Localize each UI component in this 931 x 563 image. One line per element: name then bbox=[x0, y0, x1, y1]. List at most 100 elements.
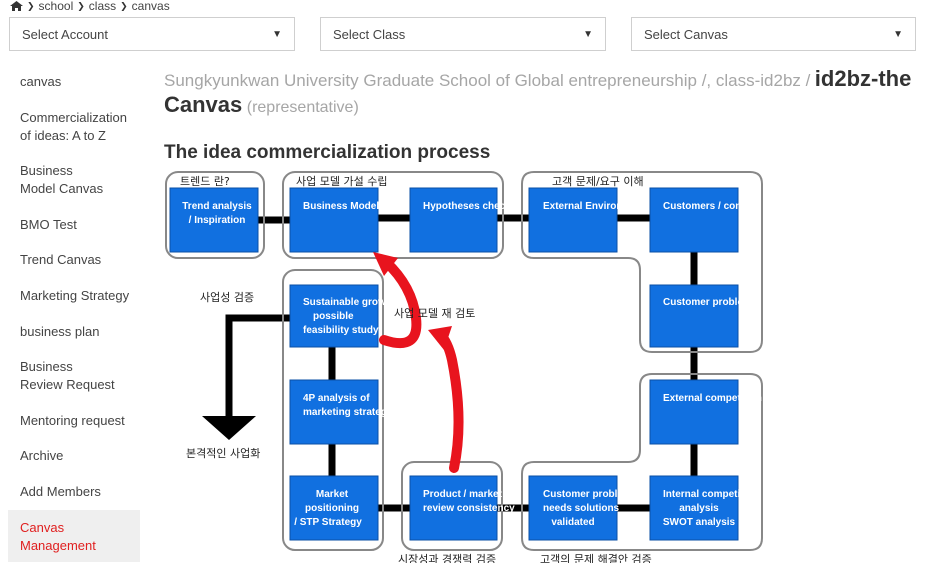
group-label-commercialize: 본격적인 사업화 bbox=[186, 447, 260, 460]
group-label-market-validation: 시장성과 경쟁력 검증 bbox=[398, 553, 496, 563]
canvas-select[interactable]: Select Canvas ▼ bbox=[631, 17, 916, 51]
breadcrumb-class[interactable]: class bbox=[88, 0, 117, 13]
breadcrumb-school[interactable]: school bbox=[38, 0, 74, 13]
box-external-environment[interactable] bbox=[528, 187, 618, 253]
svg-text:needs solutions: needs solutions bbox=[543, 503, 620, 514]
group-label-feasibility: 사업성 검증 bbox=[200, 291, 254, 304]
svg-text:validated: validated bbox=[551, 517, 594, 528]
box-label: External Environment bbox=[543, 201, 647, 212]
section-title: The idea commercialization process bbox=[164, 142, 491, 163]
sidebar-item-add-members[interactable]: Add Members bbox=[20, 484, 101, 499]
box-sustainable-growth[interactable] bbox=[289, 284, 379, 348]
svg-text:시장성과 경쟁력 검증: 시장성과 경쟁력 검증 bbox=[398, 553, 496, 563]
chevron-right-icon: ❯ bbox=[120, 1, 128, 11]
account-select-value: Select Account bbox=[22, 26, 108, 42]
box-label: Sustainable growth bbox=[303, 297, 395, 308]
box-4p-analysis[interactable] bbox=[289, 379, 379, 445]
box-customers-context[interactable] bbox=[649, 187, 739, 253]
breadcrumb: ❯ school ❯ class ❯ canvas bbox=[10, 0, 170, 12]
box-hypotheses-check[interactable] bbox=[409, 187, 498, 253]
box-label: marketing strategy bbox=[303, 407, 393, 418]
box-customer-problem-solutions[interactable] bbox=[528, 475, 618, 541]
svg-text:사업 모델 가설 수립: 사업 모델 가설 수립 bbox=[296, 175, 387, 188]
box-label: validated bbox=[551, 517, 594, 528]
project-name-suffix: Canvas bbox=[164, 92, 243, 117]
group-label-solution-validation: 고객의 문제 해결안 검증 bbox=[540, 552, 652, 563]
box-label: feasibility study bbox=[303, 325, 379, 336]
svg-text:/ STP Strategy: / STP Strategy bbox=[294, 517, 362, 528]
svg-text:사업 모델 재 검토: 사업 모델 재 검토 bbox=[394, 307, 475, 320]
account-select[interactable]: Select Account ▼ bbox=[9, 17, 295, 51]
box-product-market-review[interactable] bbox=[409, 475, 498, 541]
box-stp-strategy[interactable] bbox=[289, 475, 379, 541]
svg-text:marketing strategy: marketing strategy bbox=[303, 407, 393, 418]
role-label: (representative) bbox=[246, 99, 359, 116]
svg-text:analysis: analysis bbox=[679, 503, 719, 514]
box-external-competition[interactable] bbox=[649, 379, 739, 445]
sidebar-item-marketing-strategy[interactable]: Marketing Strategy bbox=[20, 288, 130, 303]
sidebar-item-canvas[interactable]: canvas bbox=[20, 74, 62, 89]
svg-text:positioning: positioning bbox=[305, 503, 359, 514]
svg-text:Product / market: Product / market bbox=[423, 489, 503, 500]
box-label: analysis bbox=[679, 503, 719, 514]
svg-text:possible: possible bbox=[313, 311, 354, 322]
svg-text:4P analysis of: 4P analysis of bbox=[303, 393, 370, 404]
caret-down-icon: ▼ bbox=[893, 28, 903, 40]
sidebar-item-trend-canvas[interactable]: Trend Canvas bbox=[20, 252, 102, 267]
home-icon[interactable] bbox=[10, 1, 23, 11]
group-label-review: 사업 모델 재 검토 bbox=[394, 307, 475, 320]
box-internal-competition[interactable] bbox=[649, 475, 739, 541]
box-label: possible bbox=[313, 311, 354, 322]
svg-text:트렌드 란?: 트렌드 란? bbox=[180, 175, 230, 188]
svg-text:Market: Market bbox=[316, 489, 349, 500]
box-trend-analysis[interactable] bbox=[169, 187, 259, 253]
svg-text:feasibility study: feasibility study bbox=[303, 325, 379, 336]
box-label: / STP Strategy bbox=[294, 517, 362, 528]
box-customer-problem[interactable] bbox=[649, 284, 739, 348]
group-label-bm-hypothesis: 사업 모델 가설 수립 bbox=[296, 175, 387, 188]
svg-text:/ Inspiration: / Inspiration bbox=[189, 215, 246, 226]
box-label: 4P analysis of bbox=[303, 393, 370, 404]
svg-text:Sustainable growth: Sustainable growth bbox=[303, 297, 395, 308]
svg-text:Internal competition: Internal competition bbox=[663, 489, 759, 500]
sidebar-item-bmo-test[interactable]: BMO Test bbox=[20, 217, 77, 232]
box-label: Product / market bbox=[423, 489, 503, 500]
box-label: positioning bbox=[305, 503, 359, 514]
svg-text:External competition: External competition bbox=[663, 393, 762, 404]
svg-text:External Environment: External Environment bbox=[543, 201, 647, 212]
svg-text:Trend analysis: Trend analysis bbox=[182, 201, 252, 212]
box-business-model[interactable] bbox=[289, 187, 379, 253]
box-label: SWOT analysis bbox=[663, 517, 736, 528]
class-select-value: Select Class bbox=[333, 26, 406, 42]
group-label-trend: 트렌드 란? bbox=[180, 175, 230, 188]
project-name-prefix: id2bz-the bbox=[814, 66, 912, 91]
box-label: / Inspiration bbox=[189, 215, 246, 226]
sidebar-item-mentoring-request[interactable]: Mentoring request bbox=[20, 413, 125, 428]
svg-text:Business Model: Business Model bbox=[303, 201, 379, 212]
box-label: Hypotheses check bbox=[423, 201, 511, 212]
box-label: Customer problem bbox=[543, 489, 632, 500]
class-select[interactable]: Select Class ▼ bbox=[320, 17, 606, 51]
sidebar-item-business-review-request[interactable]: Business Review Request bbox=[20, 359, 115, 392]
box-label: External competition bbox=[663, 393, 762, 404]
caret-down-icon: ▼ bbox=[272, 28, 282, 40]
chevron-right-icon: ❯ bbox=[27, 1, 35, 11]
svg-text:Customers / context: Customers / context bbox=[663, 201, 760, 212]
canvas-select-value: Select Canvas bbox=[644, 26, 728, 42]
group-label-customer-problem: 고객 문제/요구 이해 bbox=[552, 174, 644, 188]
box-label: needs solutions bbox=[543, 503, 620, 514]
filter-bar: Select Account ▼ Select Class ▼ Select C… bbox=[9, 17, 916, 51]
header-path: Sungkyunkwan University Graduate School … bbox=[164, 71, 811, 90]
sidebar-item-canvas-management[interactable]: Canvas Management bbox=[8, 510, 140, 562]
sidebar-item-business-model-canvas[interactable]: Business Model Canvas bbox=[20, 163, 104, 196]
box-label: Customer problem bbox=[663, 297, 752, 308]
box-label: Internal competition bbox=[663, 489, 759, 500]
svg-text:Customer problem: Customer problem bbox=[543, 489, 632, 500]
svg-text:고객 문제/요구 이해: 고객 문제/요구 이해 bbox=[552, 174, 644, 188]
sidebar-item-archive[interactable]: Archive bbox=[20, 448, 64, 463]
sidebar-item-business-plan[interactable]: business plan bbox=[20, 324, 100, 339]
svg-text:Customer problem: Customer problem bbox=[663, 297, 752, 308]
breadcrumb-canvas[interactable]: canvas bbox=[131, 0, 170, 13]
sidebar-item-commercialization[interactable]: Commercialization of ideas: A to Z bbox=[20, 110, 127, 143]
svg-text:고객의 문제 해결안 검증: 고객의 문제 해결안 검증 bbox=[540, 552, 652, 563]
